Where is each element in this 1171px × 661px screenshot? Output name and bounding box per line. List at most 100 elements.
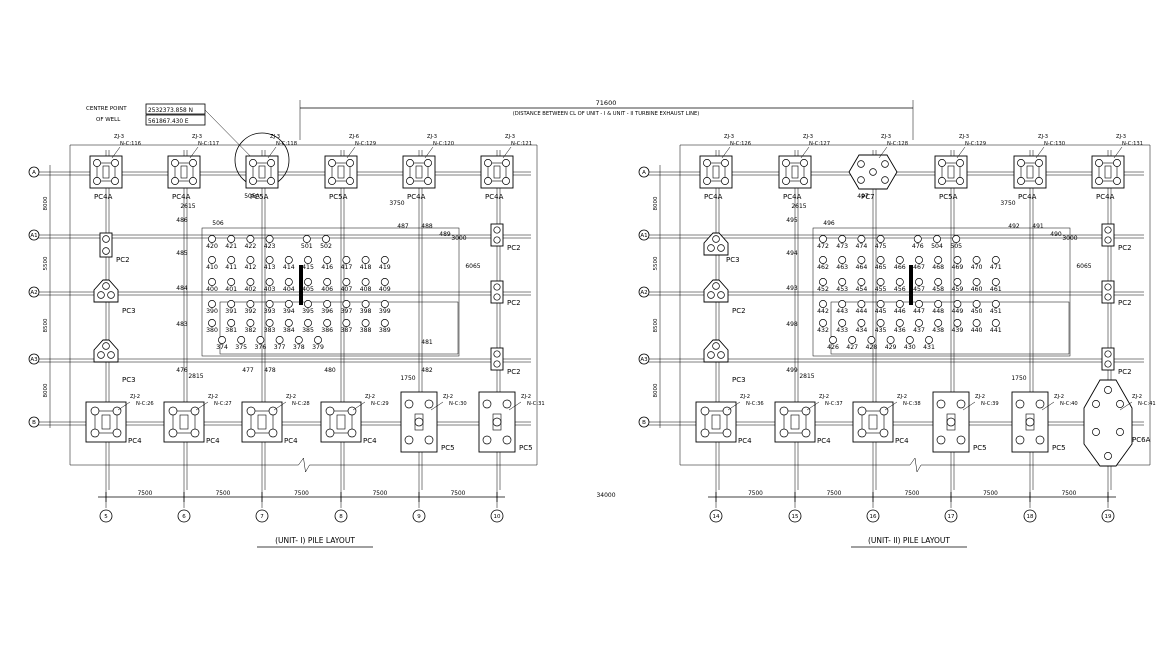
row-bubble <box>28 286 40 298</box>
pile-number: 438 <box>932 327 944 334</box>
pile-number: 427 <box>846 344 858 351</box>
pile-circle <box>246 428 256 438</box>
col-label: 7 <box>260 514 264 520</box>
pile-circle <box>707 244 715 252</box>
pile-circle <box>1015 399 1025 409</box>
pile-circle <box>406 159 414 167</box>
pile-circle <box>171 177 179 185</box>
row-bubble <box>638 353 650 365</box>
col-label: 17 <box>948 514 955 520</box>
pile-circle <box>268 406 278 416</box>
pile-circle <box>112 406 122 416</box>
pile-circle <box>819 235 827 243</box>
pile-number: 431 <box>923 344 935 351</box>
pile-number: 390 <box>206 308 218 315</box>
misc-label: 1750 <box>1011 375 1026 382</box>
pile-circle <box>380 278 389 286</box>
pile-number: 456 <box>894 286 906 293</box>
pile-number: 411 <box>225 264 237 271</box>
pile-circle <box>819 319 827 327</box>
pile-cap-type: PC2 <box>732 307 746 315</box>
pile-circle <box>717 291 725 299</box>
pile-number: 443 <box>836 308 848 315</box>
overall-dimension: 71600(DISTANCE BETWEEN CL OF UNIT - I & … <box>299 99 914 140</box>
pile-circle <box>246 319 255 327</box>
pile-circle <box>406 177 414 185</box>
pile-circle <box>265 235 274 243</box>
pile-circle <box>1104 283 1112 291</box>
pile-cap-type: PC2 <box>507 244 521 252</box>
row-label: B <box>642 420 646 426</box>
pile-circle <box>876 278 885 286</box>
unit1-title: (UNIT- I) PILE LAYOUT <box>275 536 355 545</box>
misc-label: 487 <box>397 223 409 230</box>
pile-number: 398 <box>360 308 372 315</box>
pile-circle <box>712 235 720 243</box>
pile-cap-type: PC4A <box>172 193 191 201</box>
pile-circle <box>1025 417 1035 427</box>
pile-cap-zj: ZJ-2 <box>208 394 218 400</box>
pile-cap-n: N-C:117 <box>198 141 219 147</box>
pile-circle <box>895 300 904 308</box>
col-bubble <box>944 509 958 523</box>
misc-label: 6065 <box>1076 263 1091 270</box>
misc-label: 1750 <box>400 375 415 382</box>
pile-circle <box>905 336 914 344</box>
row-bubble <box>28 229 40 241</box>
misc-label: 2615 <box>791 203 806 210</box>
side-pile-cap <box>703 339 729 363</box>
pile-number: 414 <box>283 264 295 271</box>
pile-circle <box>302 235 311 243</box>
misc-label: 498 <box>786 321 798 328</box>
pile-number: 381 <box>225 327 237 334</box>
pile-circle <box>256 336 265 344</box>
pile-circle <box>703 159 711 167</box>
misc-label: 3000 <box>451 235 466 242</box>
misc-label: 480 <box>324 367 336 374</box>
pile-number: 442 <box>817 308 829 315</box>
pile-circle <box>956 159 964 167</box>
pile-circle <box>972 278 981 286</box>
misc-label: 492 <box>1008 223 1020 230</box>
pile-cap-type: PC4 <box>363 437 377 445</box>
col-dim: 7500 <box>451 491 466 497</box>
pile-cap-type: PC2 <box>1118 299 1132 307</box>
pile-circle <box>493 283 501 291</box>
pile-circle <box>484 177 492 185</box>
pile-circle <box>925 336 933 344</box>
col-bubble <box>788 509 802 523</box>
pile-circle <box>915 300 923 308</box>
pile-circle <box>102 342 110 350</box>
pile-number: 444 <box>855 308 867 315</box>
pile-circle <box>218 336 226 344</box>
side-pile-cap <box>99 232 113 258</box>
pile-circle <box>361 256 370 264</box>
pile-number: 458 <box>932 286 944 293</box>
pile-circle <box>857 428 867 438</box>
pile-cap-type: PC4 <box>817 437 831 445</box>
pile-circle <box>294 336 303 344</box>
pile-cap-n: N-C:129 <box>965 141 986 147</box>
pile-number: 460 <box>971 286 983 293</box>
pile-circle <box>102 282 110 290</box>
col-bubble <box>490 509 504 523</box>
pile-cap-n: N-C:127 <box>809 141 830 147</box>
pile-circle <box>800 159 808 167</box>
pile-number: 466 <box>894 264 906 271</box>
pile-circle <box>90 428 100 438</box>
pile-circle <box>380 319 389 327</box>
pile-cap-n: N-C:30 <box>449 401 467 407</box>
pile-circle <box>424 435 434 445</box>
pile-number: 455 <box>875 286 887 293</box>
pile-number: 383 <box>264 327 276 334</box>
col-dim: 7500 <box>138 491 153 497</box>
row-label: A <box>32 170 36 176</box>
pile-circle <box>246 300 255 308</box>
pile-number: 439 <box>951 327 963 334</box>
row-dim: 8000 <box>653 196 659 210</box>
pile-circle <box>1104 226 1112 234</box>
